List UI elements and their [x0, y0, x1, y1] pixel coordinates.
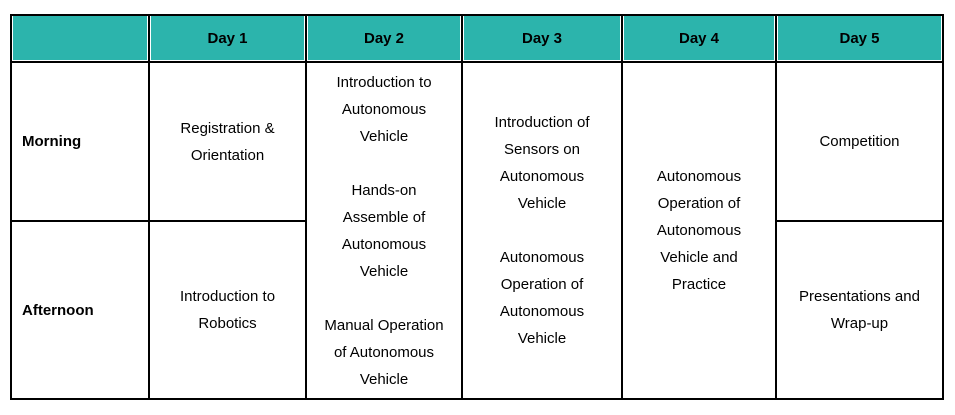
- header-cell-day-3: Day 3: [461, 14, 623, 63]
- row-label-morning: Morning: [10, 61, 150, 222]
- header-cell-corner: [10, 14, 150, 63]
- header-cell-day-4: Day 4: [621, 14, 777, 63]
- cell-day1-morning: Registration & Orientation: [148, 61, 307, 222]
- morning-row: Morning Registration & Orientation Intro…: [10, 61, 944, 400]
- cell-day1-afternoon: Introduction to Robotics: [148, 220, 307, 400]
- row-label-afternoon: Afternoon: [10, 220, 150, 400]
- cell-day5-morning: Competition: [775, 61, 944, 222]
- header-row: Day 1 Day 2 Day 3 Day 4 Day 5: [10, 14, 944, 63]
- header-cell-day-5: Day 5: [775, 14, 944, 63]
- cell-day3-all-day: Introduction of Sensors on Autonomous Ve…: [461, 61, 623, 400]
- afternoon-row: Afternoon Introduction to Robotics Prese…: [10, 220, 944, 400]
- schedule-table: Day 1 Day 2 Day 3 Day 4 Day 5 Morning Re…: [10, 14, 944, 400]
- header-cell-day-1: Day 1: [148, 14, 307, 63]
- cell-day5-afternoon: Presentations and Wrap-up: [775, 220, 944, 400]
- cell-day2-all-day: Introduction to Autonomous Vehicle Hands…: [305, 61, 463, 400]
- header-cell-day-2: Day 2: [305, 14, 463, 63]
- cell-day4-all-day: Autonomous Operation of Autonomous Vehic…: [621, 61, 777, 400]
